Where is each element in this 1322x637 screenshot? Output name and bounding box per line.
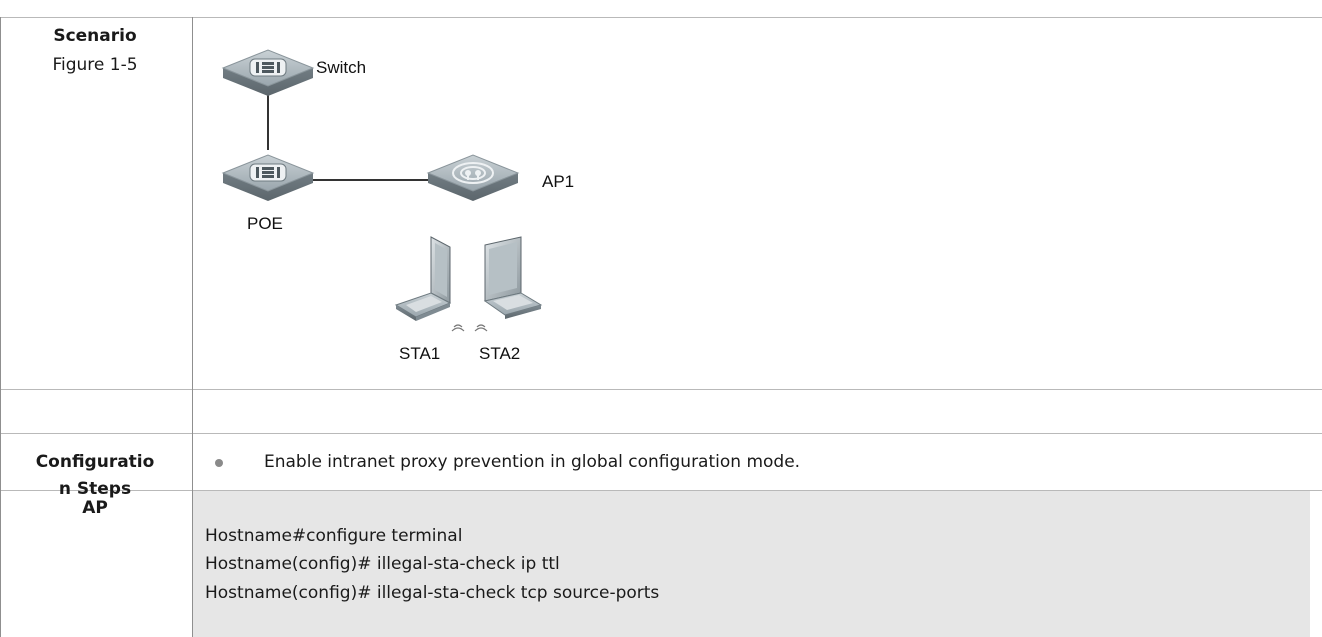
config-steps-title-line2: n Steps [58, 479, 132, 499]
scenario-title: Scenario [53, 26, 137, 46]
ap-title: AP [82, 498, 108, 518]
row-divider [0, 490, 1322, 491]
code-block [193, 491, 1310, 637]
node-label-sta1: STA1 [399, 344, 441, 363]
column-divider [192, 17, 193, 637]
node-label-switch: Switch [316, 58, 367, 77]
code-line: Hostname(config)# illegal-sta-check ip t… [205, 554, 560, 574]
figure-label: Figure 1-5 [52, 55, 138, 75]
bullet-icon [215, 459, 223, 467]
switch-icon [221, 49, 315, 96]
poe-switch-icon [221, 154, 315, 201]
node-label-ap1: AP1 [542, 172, 575, 191]
row-divider [0, 433, 1322, 434]
access-point-icon [426, 154, 520, 201]
node-label-sta2: STA2 [479, 344, 521, 363]
network-topology-diagram: Switch POE AP1 STA1 STA2 [193, 30, 793, 390]
config-step-text: Enable intranet proxy prevention in glob… [264, 452, 801, 472]
table-top-border [0, 17, 1322, 18]
row-divider [0, 389, 1322, 390]
laptop-icon [394, 236, 465, 332]
table-left-border [0, 17, 1, 637]
topology-svg [221, 49, 543, 332]
laptop-icon [474, 236, 543, 332]
code-line: Hostname#configure terminal [205, 526, 463, 546]
config-steps-title-line1: Configuratio [35, 452, 155, 472]
node-label-poe: POE [247, 214, 283, 233]
code-line: Hostname(config)# illegal-sta-check tcp … [205, 583, 660, 603]
